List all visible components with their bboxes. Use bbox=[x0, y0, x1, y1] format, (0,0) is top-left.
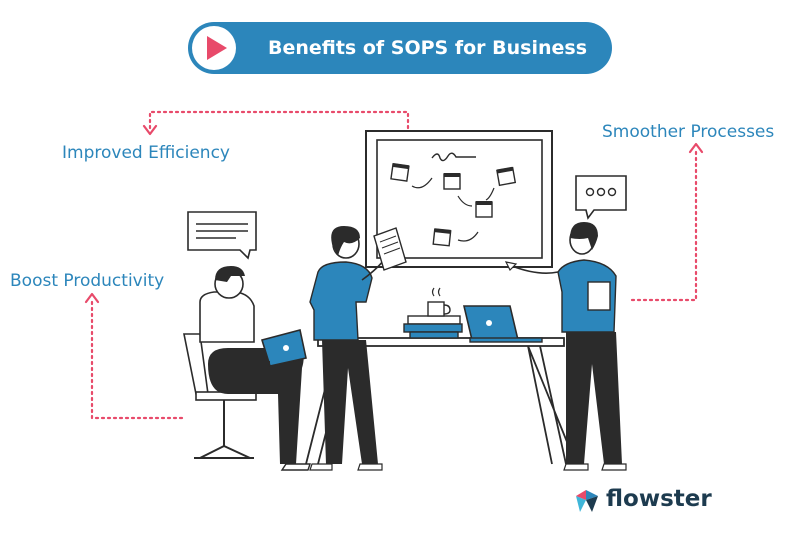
arrow-head-efficiency bbox=[142, 124, 158, 136]
speech-bubble-left bbox=[187, 211, 257, 260]
arrow-head-processes bbox=[688, 142, 704, 154]
dotted-connector-productivity bbox=[90, 298, 184, 420]
title-banner bbox=[188, 22, 612, 74]
dotted-connector-efficiency bbox=[148, 110, 410, 130]
laptop-desk bbox=[462, 305, 543, 343]
brand-name: flowster bbox=[606, 486, 712, 512]
arrow-head-productivity bbox=[84, 292, 100, 304]
benefit-label-productivity: Boost Productivity bbox=[10, 271, 165, 291]
page-title: Benefits of SOPS for Business bbox=[267, 37, 588, 59]
dotted-connector-processes bbox=[630, 148, 698, 302]
play-icon bbox=[192, 26, 236, 70]
whiteboard bbox=[365, 130, 553, 268]
seated-man bbox=[183, 266, 311, 471]
speech-bubble-right bbox=[575, 175, 627, 220]
books-and-mug bbox=[403, 287, 463, 339]
flowster-logo-icon bbox=[576, 490, 598, 512]
standing-woman-right bbox=[504, 222, 627, 471]
benefit-label-processes: Smoother Processes bbox=[602, 122, 775, 142]
standing-woman-middle bbox=[309, 226, 407, 471]
benefit-label-efficiency: Improved Efficiency bbox=[62, 143, 230, 163]
